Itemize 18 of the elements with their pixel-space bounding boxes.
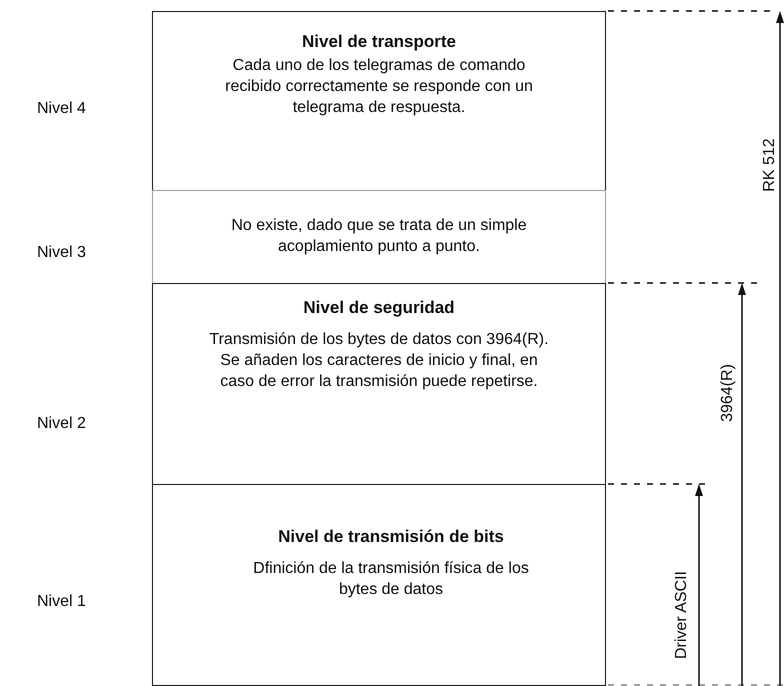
layer-box [152,190,606,284]
level-label: Nivel 2 [37,415,86,433]
level-label: Nivel 4 [37,100,86,118]
level-label: Nivel 3 [37,244,86,262]
layer-title: Nivel de transmisión de bits [278,527,504,547]
layer-title: Nivel de transporte [302,32,456,52]
layer-box [152,11,606,191]
layer-description: Transmisión de los bytes de datos con 3964(R). Se añaden los caracteres de inicio y final, en caso de error la transmisión puede repetirse. [209,330,549,392]
layer-title: Nivel de seguridad [303,298,455,318]
protocol-label: 3964(R) [719,364,737,422]
layer-description: Dfinición de la transmisión física de los bytes de datos [252,559,530,600]
layer-description: No existe, dado que se trata de un simple acoplamiento punto a punto. [230,216,528,257]
layer-description: Cada uno de los telegramas de comando recibido correctamente se responde con un telegrama de respuesta. [224,56,534,118]
protocol-label: Driver ASCII [673,571,691,659]
level-label: Nivel 1 [37,593,86,611]
layer-box [152,283,606,485]
layer-box [152,484,606,686]
protocol-label: RK 512 [761,138,779,192]
